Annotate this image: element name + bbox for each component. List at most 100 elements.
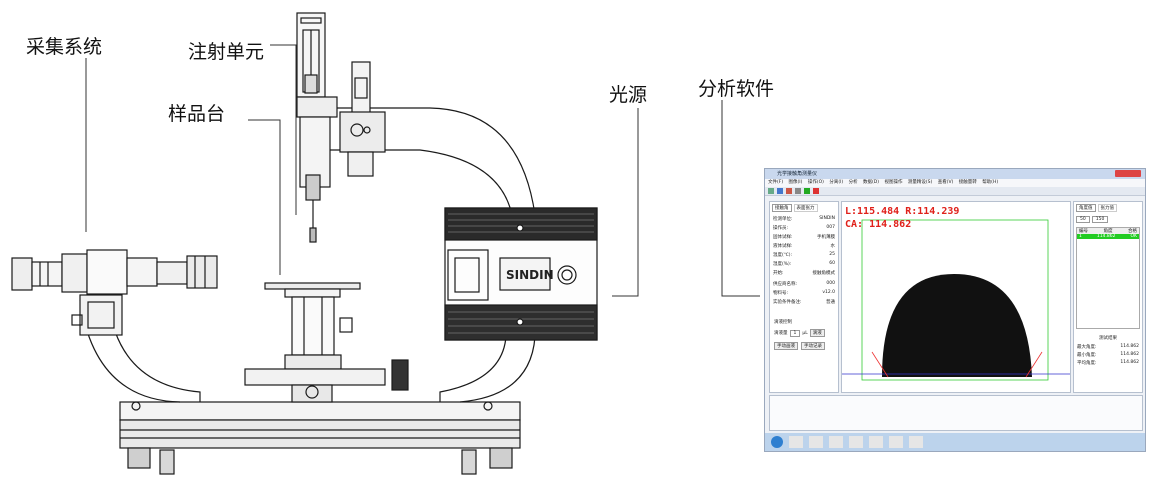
- light-source-box: [444, 207, 598, 341]
- field-value[interactable]: 手机薄膜: [817, 235, 835, 240]
- field-label: 固体试样:: [773, 235, 793, 240]
- toolbar-icon[interactable]: [777, 188, 783, 194]
- camera-assembly: [11, 249, 218, 336]
- field-value[interactable]: 000: [826, 281, 835, 286]
- manual-drop-button[interactable]: 手动画液: [774, 342, 798, 350]
- tab-tension-values[interactable]: 张力值: [1097, 204, 1117, 212]
- field-row: 开始:接触角模式: [773, 270, 835, 281]
- taskbar-app-icon[interactable]: [829, 436, 843, 448]
- field-row: 操作员: 007: [773, 225, 835, 234]
- field-value[interactable]: 25: [829, 252, 835, 257]
- menu-item[interactable]: 查看(V): [937, 180, 954, 185]
- drop-unit: μL: [802, 330, 808, 336]
- label-analysis-software: 分析软件: [698, 78, 775, 100]
- field-value[interactable]: 普通: [826, 300, 835, 305]
- taskbar-app-icon[interactable]: [889, 436, 903, 448]
- tab-contact-angle[interactable]: 接触角: [772, 204, 792, 212]
- field-label: 物料号:: [773, 291, 789, 296]
- readout-ca: CA: 114.862: [845, 219, 911, 230]
- table-row[interactable]: 1 114.862 OK: [1077, 234, 1139, 239]
- table-cell: 1: [1079, 234, 1082, 239]
- menu-item[interactable]: 帮助(H): [982, 180, 999, 185]
- table-header-cell: 编号: [1079, 229, 1088, 234]
- sample-stage: [244, 282, 409, 403]
- toolbar-icon[interactable]: [795, 188, 801, 194]
- table-header: 编号 角度 合格: [1077, 228, 1139, 234]
- result-label: 最小角度:: [1077, 353, 1097, 358]
- toolbar: [765, 187, 1145, 196]
- range-row: 50 150: [1074, 214, 1142, 225]
- result-row: 平均角度: 114.862: [1074, 359, 1142, 367]
- menu-item[interactable]: 分离(I): [829, 180, 844, 185]
- field-value[interactable]: SINDIN: [819, 216, 835, 221]
- right-panel: 角度值 张力值 50 150 编号 角度 合格 1 114.862 OK 测试: [1073, 201, 1143, 393]
- field-value[interactable]: 007: [826, 225, 835, 230]
- software-window: 光学接触角测量仪 文件(F) 图像(I) 操作(O) 分离(I) 分析 数据(D…: [764, 168, 1146, 452]
- result-label: 平均角度:: [1077, 361, 1097, 366]
- drop-amount-label: 滴液量: [774, 331, 788, 336]
- start-button-icon[interactable]: [771, 436, 783, 448]
- droplet: [882, 274, 1032, 377]
- toolbar-icon[interactable]: [786, 188, 792, 194]
- result-value: 114.862: [1120, 344, 1139, 349]
- result-title: 测试结果: [1099, 336, 1117, 341]
- drop-image: L:115.484 R:114.239 CA: 114.862: [842, 206, 1070, 381]
- left-panel: 接触角 表面张力 检测单位: SINDIN 操作员: 007 固体试样: 手机薄膜 液…: [769, 201, 839, 393]
- base-rail: [119, 401, 521, 475]
- drop-button[interactable]: 滴液: [809, 329, 825, 337]
- range-min-select[interactable]: 50: [1076, 216, 1090, 223]
- menu-item[interactable]: 文件(F): [768, 180, 784, 185]
- menu-item[interactable]: 测量精设(S): [907, 180, 933, 185]
- field-value[interactable]: 60: [829, 261, 835, 266]
- taskbar-app-icon[interactable]: [909, 436, 923, 448]
- field-value[interactable]: v12.0: [822, 290, 835, 295]
- taskbar-app-icon[interactable]: [789, 436, 803, 448]
- manual-record-button[interactable]: 手动记录: [801, 342, 825, 350]
- field-row: 湿度(%):60: [773, 261, 835, 270]
- taskbar-app-icon[interactable]: [869, 436, 883, 448]
- manual-buttons-row: 手动画液 手动记录: [770, 339, 838, 353]
- menu-item[interactable]: 视图操作: [884, 180, 903, 185]
- window-controls[interactable]: [1115, 170, 1141, 177]
- tangent-left: [871, 351, 889, 378]
- field-label: 实验条件备注:: [773, 300, 802, 305]
- menu-item[interactable]: 数据(D): [863, 180, 880, 185]
- table-cell: OK: [1130, 234, 1137, 239]
- tab-surface-tension[interactable]: 表面张力: [793, 204, 818, 212]
- range-max-select[interactable]: 150: [1091, 216, 1109, 223]
- toolbar-icon[interactable]: [813, 188, 819, 194]
- field-label: 液体试样:: [773, 244, 793, 249]
- result-value: 114.862: [1120, 360, 1139, 365]
- results-table: 编号 角度 合格 1 114.862 OK: [1076, 227, 1140, 329]
- field-label: 操作员:: [773, 226, 789, 231]
- field-value[interactable]: 水: [830, 244, 836, 249]
- result-label: 最大角度:: [1077, 345, 1097, 350]
- field-row: 固体试样: 手机薄膜: [773, 234, 835, 243]
- menu-item[interactable]: 图像(I): [788, 180, 803, 185]
- drop-control-row: 滴液量 1 μL 滴液: [770, 327, 838, 339]
- window-title: 光学接触角测量仪: [777, 171, 818, 177]
- tangent-right: [1025, 351, 1043, 378]
- field-list: 检测单位:SINDIN 操作员:007 固体试样:手机薄膜 液体试样:水 温度(…: [770, 214, 838, 313]
- left-tabs: 接触角 表面张力: [770, 202, 838, 214]
- log-area: [769, 395, 1143, 431]
- menu-item[interactable]: 操作(O): [807, 180, 824, 185]
- toolbar-icon[interactable]: [804, 188, 810, 194]
- tab-angle-values[interactable]: 角度值: [1076, 204, 1096, 212]
- drop-amount-input[interactable]: 1: [789, 329, 801, 337]
- taskbar-app-icon[interactable]: [809, 436, 823, 448]
- field-label: 供应商名称:: [773, 282, 798, 287]
- menu-item[interactable]: 分析: [848, 180, 858, 185]
- result-row: 最小角度:114.862: [1074, 351, 1142, 359]
- field-value[interactable]: 接触角模式: [812, 271, 836, 276]
- image-view[interactable]: L:115.484 R:114.239 CA: 114.862: [841, 201, 1071, 393]
- brand-logo-text: SINDIN: [506, 268, 554, 282]
- field-label: 检测单位:: [773, 217, 793, 222]
- menu-item[interactable]: 接触量转: [958, 180, 977, 185]
- field-row: 液体试样: 水: [773, 243, 835, 252]
- taskbar-app-icon[interactable]: [849, 436, 863, 448]
- field-row: 检测单位: SINDIN: [773, 216, 835, 225]
- toolbar-icon[interactable]: [768, 188, 774, 194]
- leader-lines: [85, 44, 760, 297]
- roi-box: [861, 219, 1049, 381]
